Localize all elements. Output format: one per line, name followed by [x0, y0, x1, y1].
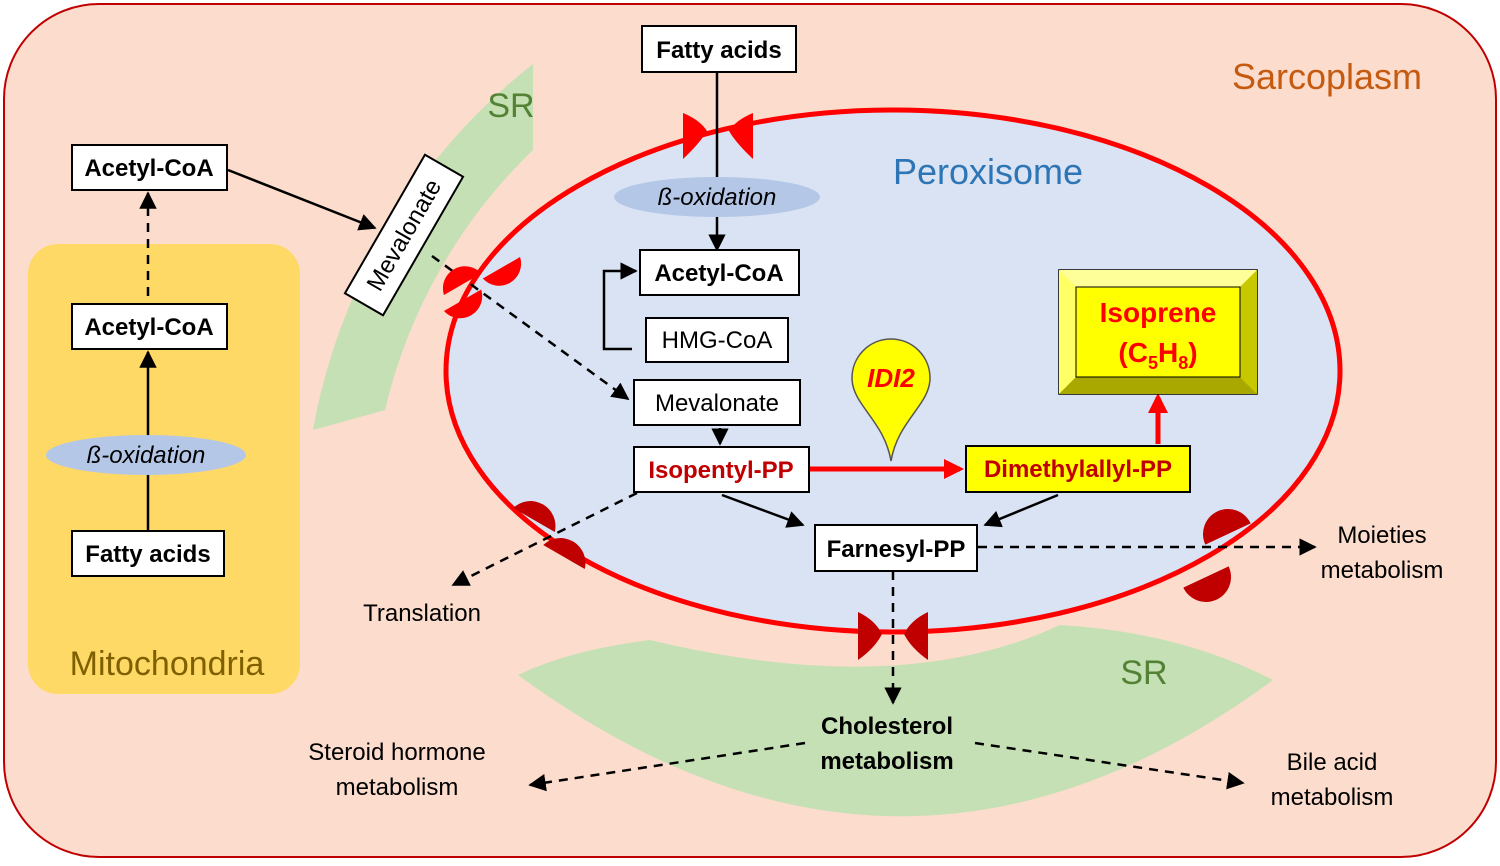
beta-oxidation-perox: ß-oxidation	[658, 184, 777, 211]
farnesyl-pp-box: Farnesyl-PP	[814, 524, 978, 572]
channel-right	[1183, 509, 1251, 602]
perox-acetyl-coa-box: Acetyl-CoA	[639, 249, 800, 296]
bile-acid-label-1: Bile acid	[1287, 749, 1378, 776]
mito-fatty-acids: Fatty acids	[85, 541, 210, 568]
cholesterol-label-2: metabolism	[820, 748, 953, 775]
cholesterol-label-1: Cholesterol	[821, 713, 953, 740]
hmg-coa: HMG-CoA	[662, 327, 773, 354]
dimethylallyl-pp-box: Dimethylallyl-PP	[965, 445, 1191, 493]
arrow-acetyl-to-mevalonate	[227, 168, 377, 231]
channel-top	[683, 113, 753, 159]
sarcoplasm-label: Sarcoplasm	[1232, 56, 1422, 97]
channel-lower-left	[513, 501, 586, 569]
isoprene-formula: (C5H8)	[1118, 337, 1197, 373]
idi2-label: IDI2	[867, 363, 915, 393]
isoprene-label: Isoprene	[1100, 297, 1217, 328]
isoprene-box: Isoprene (C5H8)	[1058, 269, 1258, 395]
sr-top-label: SR	[487, 87, 534, 125]
translation-label: Translation	[363, 600, 481, 627]
formula-c: C	[1128, 337, 1148, 368]
formula-h-sub: 8	[1178, 353, 1188, 373]
hmg-coa-box: HMG-CoA	[645, 317, 789, 363]
mitochondria-label: Mitochondria	[70, 645, 265, 683]
mito-fatty-acids-box: Fatty acids	[71, 530, 225, 577]
dimethylallyl-pp: Dimethylallyl-PP	[984, 456, 1172, 483]
arrow-to-translation	[451, 491, 638, 587]
sr-band-bottom	[518, 625, 1273, 817]
perox-mevalonate-box: Mevalonate	[633, 379, 801, 426]
isopentyl-pp: Isopentyl-PP	[648, 457, 793, 484]
moieties-label-1: Moieties	[1337, 522, 1426, 549]
arrow-to-bile	[974, 741, 1245, 790]
perox-fatty-acids: Fatty acids	[656, 37, 781, 64]
beta-oxidation-perox-bg	[614, 177, 820, 217]
farnesyl-pp: Farnesyl-PP	[827, 536, 966, 563]
idi2-enzyme-marker: IDI2	[851, 338, 931, 462]
perox-mevalonate: Mevalonate	[655, 390, 779, 417]
cyto-acetyl-coa-box: Acetyl-CoA	[71, 144, 228, 191]
steroid-label-2: metabolism	[336, 774, 459, 801]
formula-open: (	[1118, 337, 1128, 368]
channel-left	[442, 257, 522, 319]
steroid-label-1: Steroid hormone	[308, 739, 485, 766]
arrow-ipp-to-farnesyl	[721, 493, 805, 528]
formula-close: )	[1188, 337, 1197, 368]
mito-acetyl-coa: Acetyl-CoA	[84, 314, 213, 341]
idi2-pin-shape	[851, 338, 931, 462]
formula-c-sub: 5	[1148, 353, 1158, 373]
mito-acetyl-coa-box: Acetyl-CoA	[71, 303, 228, 350]
perox-acetyl-coa: Acetyl-CoA	[654, 260, 783, 287]
arrow-hmg-loop	[602, 262, 638, 351]
channel-bottom	[858, 612, 928, 660]
cyto-acetyl-coa: Acetyl-CoA	[84, 155, 213, 182]
perox-fatty-acids-box: Fatty acids	[641, 25, 797, 73]
sr-bottom-label: SR	[1120, 654, 1167, 692]
peroxisome-label: Peroxisome	[893, 151, 1083, 192]
arrow-dmapp-to-farnesyl	[983, 493, 1059, 528]
formula-h: H	[1158, 337, 1178, 368]
moieties-label-2: metabolism	[1321, 557, 1444, 584]
arrow-to-steroid	[528, 741, 806, 792]
beta-oxidation-mito-bg	[46, 435, 246, 475]
beta-oxidation-mito: ß-oxidation	[87, 442, 206, 469]
isopentyl-pp-box: Isopentyl-PP	[633, 446, 810, 493]
bile-acid-label-2: metabolism	[1271, 784, 1394, 811]
